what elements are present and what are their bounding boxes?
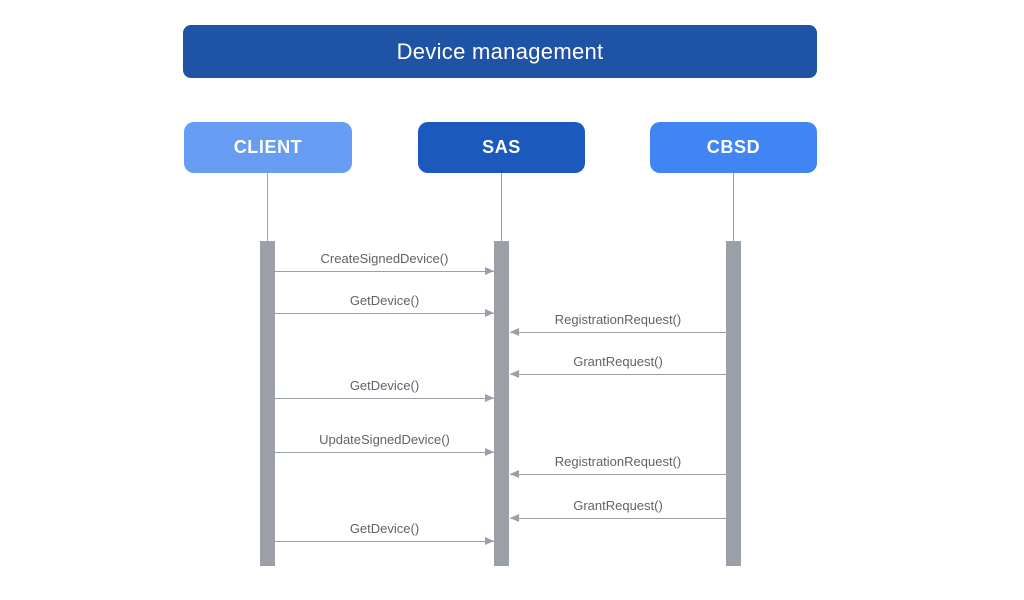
message-registration-request-1: RegistrationRequest() [510,312,726,336]
arrow-left-icon [510,370,726,378]
arrow-left-icon [510,514,726,522]
activation-bar-cbsd [726,241,741,566]
lifeline-cbsd [733,173,734,241]
message-label: GetDevice() [349,293,420,308]
message-get-device-1: GetDevice() [275,293,494,317]
arrow-right-icon [275,448,494,456]
arrow-left-icon [510,328,726,336]
arrow-right-icon [275,394,494,402]
message-label: UpdateSignedDevice() [319,432,450,447]
message-update-signed-device: UpdateSignedDevice() [275,432,494,456]
actor-cbsd: CBSD [650,122,817,173]
activation-bar-sas [494,241,509,566]
message-create-signed-device: CreateSignedDevice() [275,251,494,275]
message-label: CreateSignedDevice() [320,251,449,266]
message-grant-request-1: GrantRequest() [510,354,726,378]
message-label: GrantRequest() [573,354,663,369]
message-registration-request-2: RegistrationRequest() [510,454,726,478]
actor-client: CLIENT [184,122,352,173]
arrow-right-icon [275,537,494,545]
arrow-right-icon [275,309,494,317]
message-label: RegistrationRequest() [554,454,682,469]
arrow-left-icon [510,470,726,478]
diagram-title: Device management [183,25,817,78]
message-label: GrantRequest() [573,498,663,513]
message-label: GetDevice() [349,378,420,393]
activation-bar-client [260,241,275,566]
arrow-right-icon [275,267,494,275]
message-label: RegistrationRequest() [554,312,682,327]
actor-sas: SAS [418,122,585,173]
message-grant-request-2: GrantRequest() [510,498,726,522]
message-get-device-2: GetDevice() [275,378,494,402]
message-get-device-3: GetDevice() [275,521,494,545]
lifeline-sas [501,173,502,241]
lifeline-client [267,173,268,241]
message-label: GetDevice() [349,521,420,536]
